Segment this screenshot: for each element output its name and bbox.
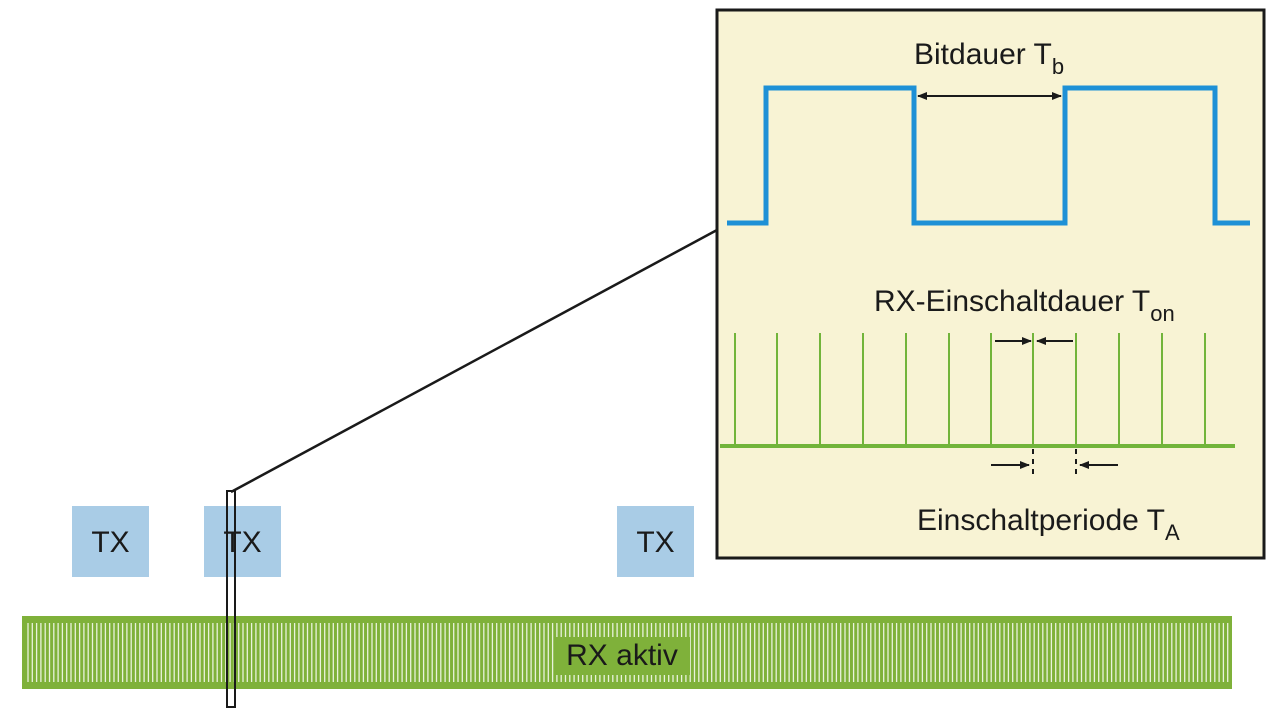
tx-block-1 (72, 506, 149, 577)
tx-block-1-label: TX (91, 526, 129, 559)
on-period-subscript: A (1165, 520, 1180, 545)
zoom-panel (715, 8, 1266, 560)
rx-on-duration-text: RX-Einschaltdauer T (874, 285, 1150, 318)
tx-block-2 (204, 506, 281, 577)
tx-block-3-label: TX (636, 526, 674, 559)
zoom-connector-line (230, 228, 718, 494)
rx-on-duration-subscript: on (1150, 301, 1174, 326)
rx-on-duration-label: RX-Einschaltdauer Ton (874, 285, 1175, 326)
bit-square-wave (727, 85, 1250, 226)
bit-duration-label: Bitdauer Tb (914, 38, 1064, 79)
tx-block-3 (617, 506, 694, 577)
bit-duration-text: Bitdauer T (914, 38, 1052, 71)
rx-pulse-train (734, 333, 1206, 446)
rx-label-bg (555, 637, 690, 675)
on-period-label: Einschaltperiode TA (917, 504, 1180, 545)
tx-block-2-label: TX (223, 526, 261, 559)
rx-active-label: RX aktiv (566, 639, 678, 672)
on-period-text: Einschaltperiode T (917, 504, 1165, 537)
bit-duration-subscript: b (1052, 54, 1064, 79)
